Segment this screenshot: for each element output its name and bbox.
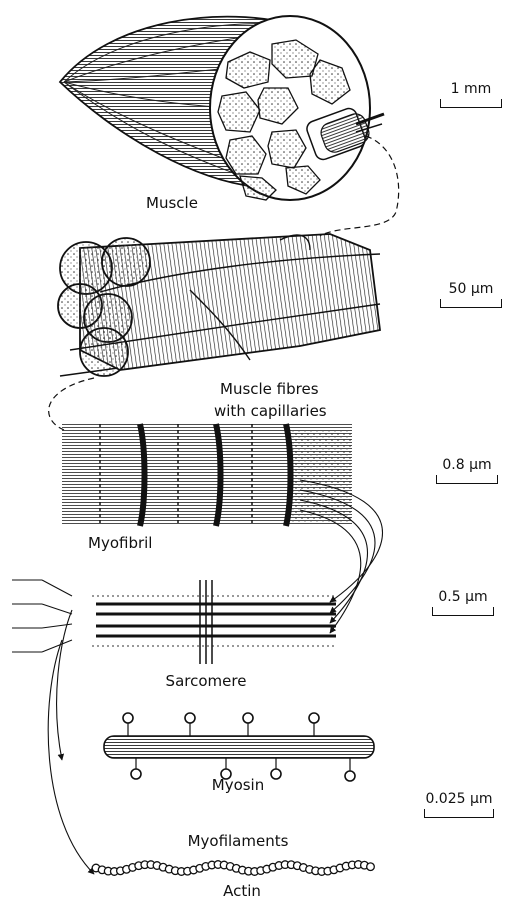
scale-bar-label: 0.025 μm xyxy=(424,792,494,806)
myosin-illustration xyxy=(104,713,374,781)
scale-bar-label: 0.8 μm xyxy=(436,458,498,472)
scale-bar-muscle: 1 mm xyxy=(440,82,502,108)
label-muscle-fibres: Muscle fibres xyxy=(220,382,319,397)
actin-illustration xyxy=(92,861,374,876)
label-myofilaments: Myofilaments xyxy=(188,834,289,849)
scale-bar-label: 50 μm xyxy=(440,282,502,296)
label-sarcomere: Sarcomere xyxy=(166,674,247,689)
muscle-fibres-illustration xyxy=(58,234,380,376)
scale-bar-label: 1 mm xyxy=(440,82,502,96)
actin-bead xyxy=(367,863,375,871)
scale-bar-sarcomere: 0.5 μm xyxy=(432,590,494,616)
scale-bar-label: 0.5 μm xyxy=(432,590,494,604)
label-with-capillaries: with capillaries xyxy=(214,404,327,419)
label-muscle: Muscle xyxy=(146,196,198,211)
muscle-illustration xyxy=(60,16,384,200)
scale-bar-myofilament: 0.025 μm xyxy=(424,792,494,818)
label-myosin: Myosin xyxy=(212,778,265,793)
label-myofibril: Myofibril xyxy=(88,536,152,551)
label-actin: Actin xyxy=(223,884,261,899)
scale-bar-fibres: 50 μm xyxy=(440,282,502,308)
myofibril-illustration xyxy=(62,424,352,526)
scale-bar-myofibril: 0.8 μm xyxy=(436,458,498,484)
sarcomere-illustration xyxy=(12,580,336,874)
